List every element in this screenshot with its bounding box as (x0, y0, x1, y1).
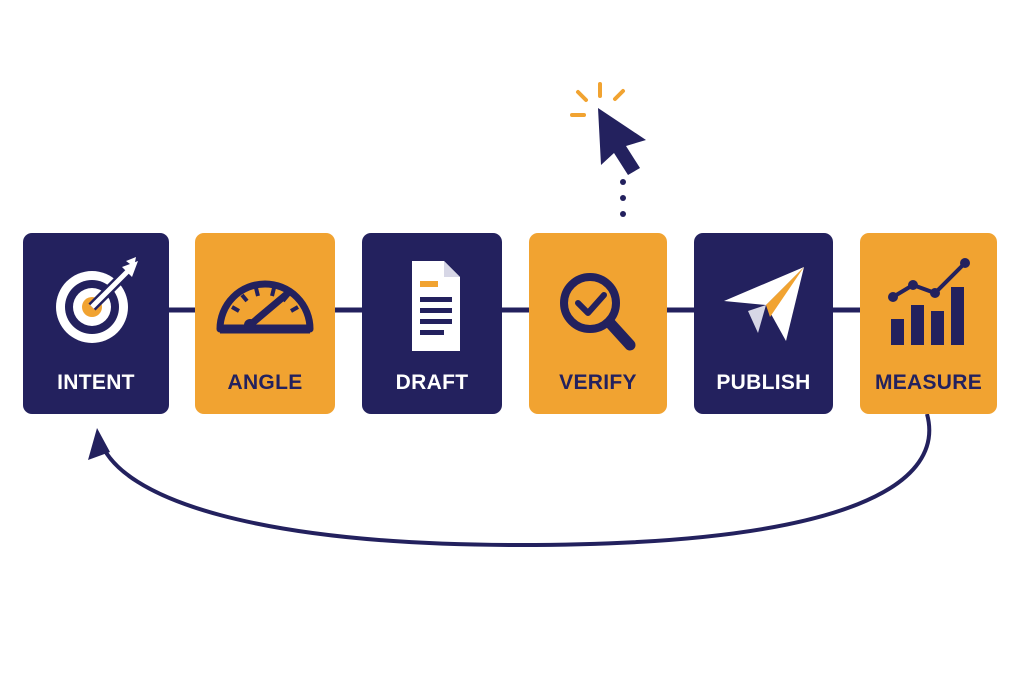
bar-chart-trend-icon (860, 255, 997, 365)
loop-arrowhead (88, 428, 110, 460)
step-draft: DRAFT (362, 233, 502, 414)
document-icon (362, 255, 502, 365)
paper-plane-icon (694, 255, 833, 365)
step-label: ANGLE (227, 371, 303, 394)
step-angle: ANGLE (195, 233, 335, 414)
target-icon (23, 255, 169, 365)
step-verify: VERIFY (529, 233, 667, 414)
cursor-click-icon (570, 82, 646, 175)
step-publish: PUBLISH (694, 233, 833, 414)
step-label: MEASURE (874, 371, 983, 394)
magnifier-check-icon (529, 255, 667, 365)
loop-arrow (98, 413, 932, 548)
dotted-connector (620, 179, 626, 217)
step-label: INTENT (57, 371, 135, 394)
step-measure: MEASURE (860, 233, 997, 414)
step-label: DRAFT (395, 371, 469, 394)
protractor-icon (195, 255, 335, 365)
step-intent: INTENT (23, 233, 169, 414)
step-label: PUBLISH (716, 371, 811, 394)
step-label: VERIFY (559, 371, 637, 394)
